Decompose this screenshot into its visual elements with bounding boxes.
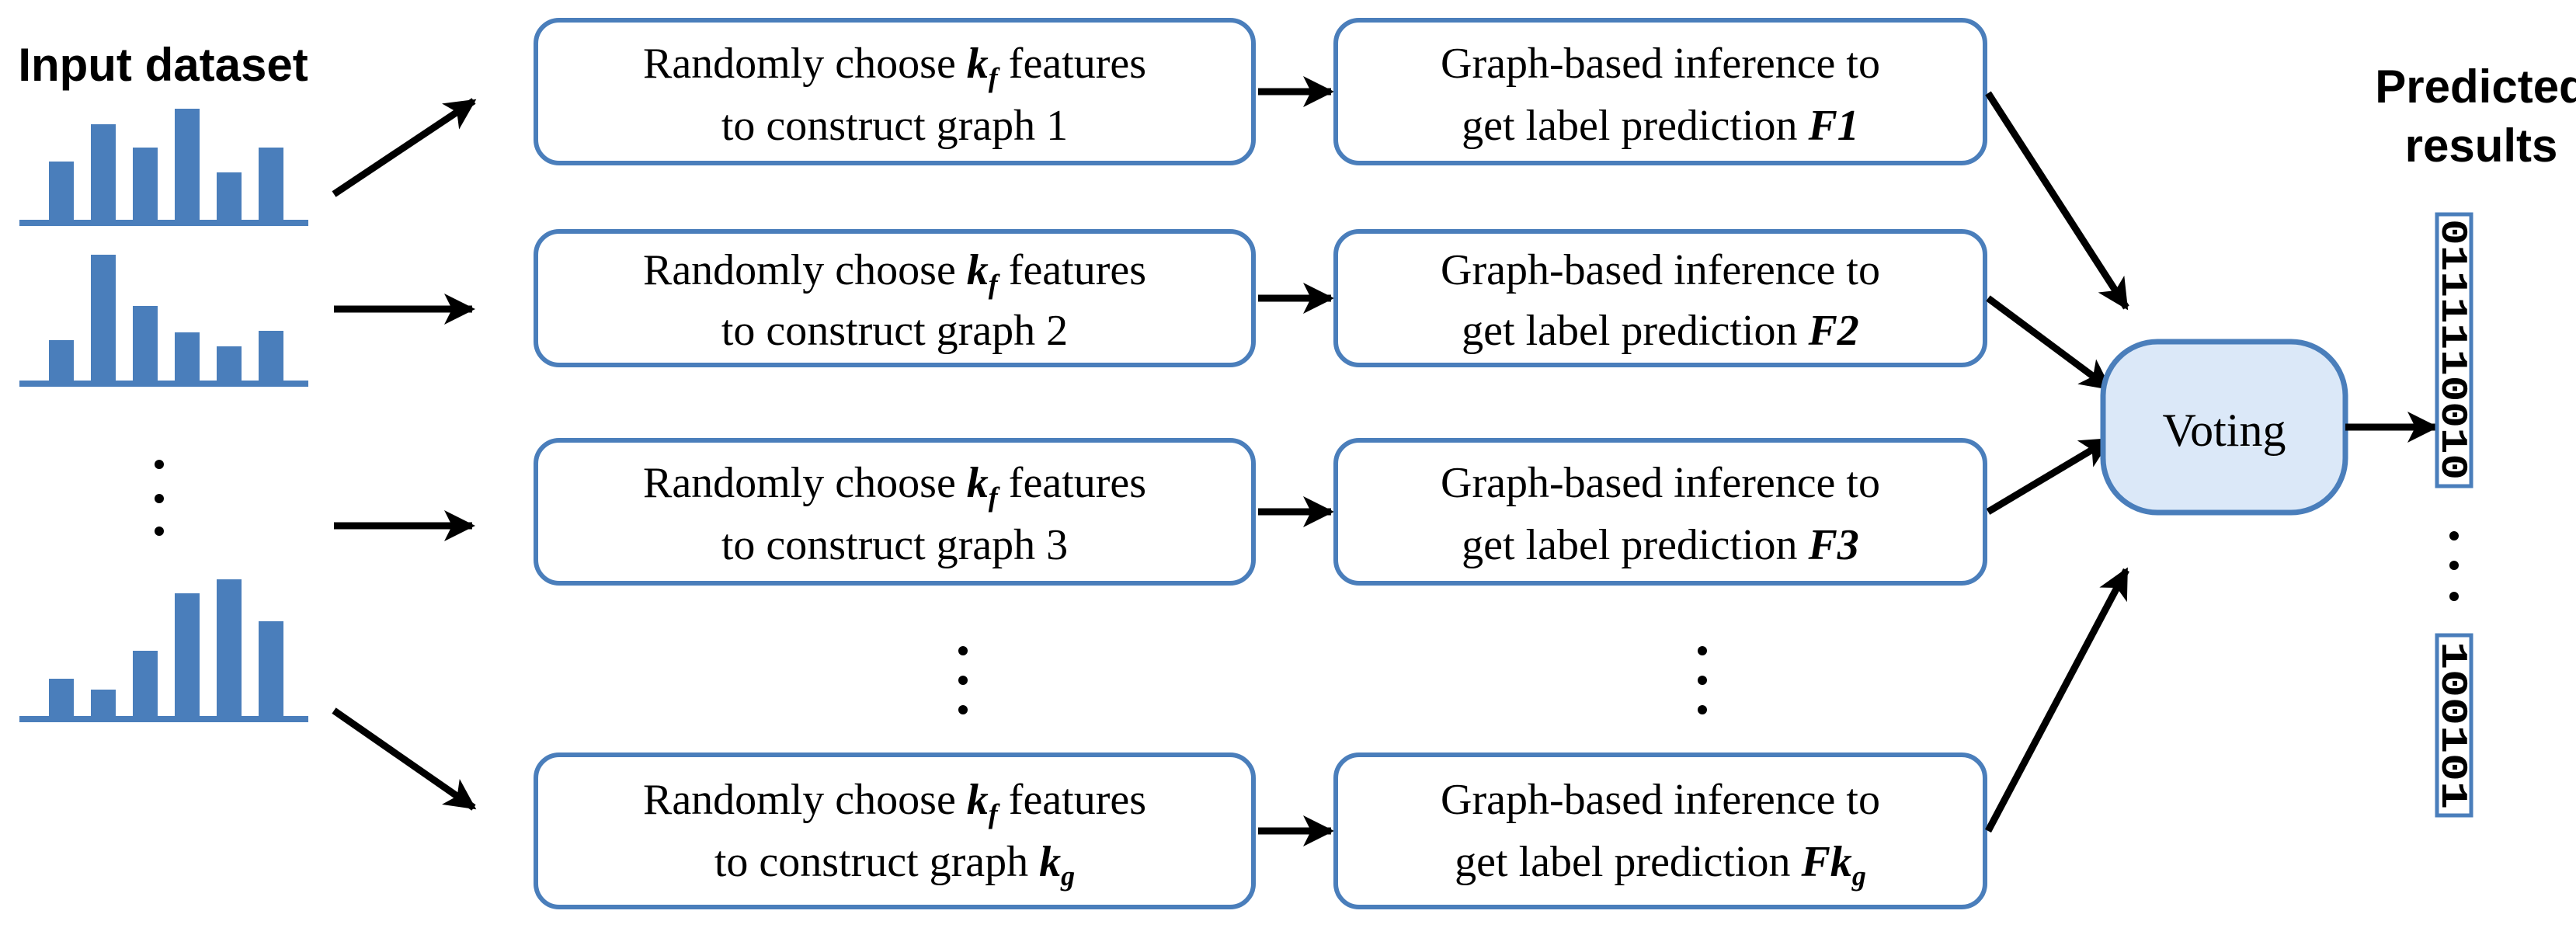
inference-box-2: Graph-based inference to get label predi…: [1333, 229, 1987, 367]
histogram-bar: [175, 109, 200, 222]
histogram-baseline: [19, 381, 308, 387]
svg-text:to construct graph 3: to construct graph 3: [721, 521, 1068, 569]
voting-node: Voting: [2100, 339, 2348, 516]
svg-text:Randomly choose kf features: Randomly choose kf features: [643, 246, 1146, 300]
svg-text:get label prediction Fkg: get label prediction Fkg: [1455, 838, 1866, 892]
box-right-line1: Graph-based inference to: [1441, 776, 1880, 824]
svg-text:get label prediction F3: get label prediction F3: [1462, 521, 1859, 569]
svg-text:to construct graph 2: to construct graph 2: [721, 307, 1068, 355]
arrow-dataset-to-graph-k: [332, 707, 477, 811]
histogram-bar: [175, 593, 200, 719]
histogram-bar: [49, 162, 74, 222]
box-right-line2: get label prediction: [1462, 102, 1808, 150]
svg-text:Randomly choose kf features: Randomly choose kf features: [643, 776, 1146, 829]
box-left-line1: Randomly choose: [643, 776, 967, 824]
box-left-line2: to construct graph: [721, 521, 1046, 569]
predicted-bits-2: 100101: [2431, 633, 2473, 818]
histogram-bar: [91, 255, 116, 383]
histogram-bar: [49, 679, 74, 719]
input-dataset-title: Input dataset: [18, 39, 308, 91]
svg-text:get label prediction F1: get label prediction F1: [1462, 102, 1859, 150]
graph-construction-box-2: Randomly choose kf features to construct…: [534, 229, 1256, 367]
box-right-line2: get label prediction: [1462, 307, 1808, 355]
histogram-bar: [259, 621, 283, 719]
arrow-dataset-to-graph-1: [332, 98, 477, 197]
histogram-bar: [133, 148, 158, 222]
dataset-histogram-k: [19, 579, 308, 722]
box-right-line1: Graph-based inference to: [1441, 246, 1880, 294]
predicted-results-title-line2: results: [2405, 120, 2558, 172]
histogram-bar: [49, 340, 74, 383]
graph-construction-box-1: Randomly choose kf features to construct…: [534, 18, 1256, 165]
histogram-bar: [175, 332, 200, 383]
box-right-line1: Graph-based inference to: [1441, 40, 1880, 88]
histogram-bar: [217, 346, 242, 383]
arrow-inference-k-to-voting: [1985, 567, 2129, 833]
dataset-histogram-2: [19, 255, 308, 387]
predicted-results-title-line1: Predicted: [2375, 61, 2576, 113]
histogram-bar: [91, 690, 116, 719]
histogram-bar: [91, 124, 116, 222]
left-column-ellipsis: [958, 646, 968, 714]
histogram-bar: [133, 306, 158, 383]
svg-text:to construct graph 1: to construct graph 1: [721, 102, 1068, 150]
svg-text:to construct graph kg: to construct graph kg: [714, 838, 1075, 892]
box-left-line1: Randomly choose: [643, 459, 967, 507]
box-left-line2: to construct graph: [714, 838, 1039, 886]
graph-construction-box-k: Randomly choose kf features to construct…: [534, 753, 1256, 909]
histogram-bar: [133, 651, 158, 719]
arrow-inference-1-to-voting: [1985, 91, 2129, 311]
box-left-line2: to construct graph: [721, 102, 1046, 150]
right-column-ellipsis: [1698, 646, 1707, 714]
svg-text:get label prediction F2: get label prediction F2: [1462, 307, 1859, 355]
box-left-line2: to construct graph: [721, 307, 1046, 355]
inference-box-3: Graph-based inference to get label predi…: [1333, 438, 1987, 586]
arrow-inference-2-to-voting: [1986, 295, 2112, 391]
results-ellipsis: [2449, 531, 2459, 601]
graph-construction-box-3: Randomly choose kf features to construct…: [534, 438, 1256, 586]
svg-text:100101: 100101: [2431, 641, 2473, 809]
histogram-baseline: [19, 220, 308, 226]
histogram-baseline: [19, 716, 308, 722]
arrow-inference-3-to-voting: [1986, 436, 2112, 515]
svg-text:0111110010: 0111110010: [2431, 219, 2473, 480]
dataset-histogram-1: [19, 109, 308, 226]
voting-label: Voting: [2163, 405, 2286, 456]
svg-text:Randomly choose kf features: Randomly choose kf features: [643, 459, 1146, 513]
predicted-bits-1: 0111110010: [2431, 212, 2473, 488]
histogram-bar: [217, 172, 242, 222]
inference-box-k: Graph-based inference to get label predi…: [1333, 753, 1987, 909]
box-left-line1: Randomly choose: [643, 40, 967, 88]
box-right-line2: get label prediction: [1455, 838, 1801, 886]
box-right-line1: Graph-based inference to: [1441, 459, 1880, 507]
histogram-bar: [259, 331, 283, 383]
inference-box-1: Graph-based inference to get label predi…: [1333, 18, 1987, 165]
histogram-ellipsis: [155, 460, 164, 536]
histogram-bar: [259, 148, 283, 222]
box-right-line2: get label prediction: [1462, 521, 1808, 569]
svg-text:Randomly choose kf features: Randomly choose kf features: [643, 40, 1146, 93]
box-left-line1: Randomly choose: [643, 246, 967, 294]
histogram-bar: [217, 579, 242, 719]
